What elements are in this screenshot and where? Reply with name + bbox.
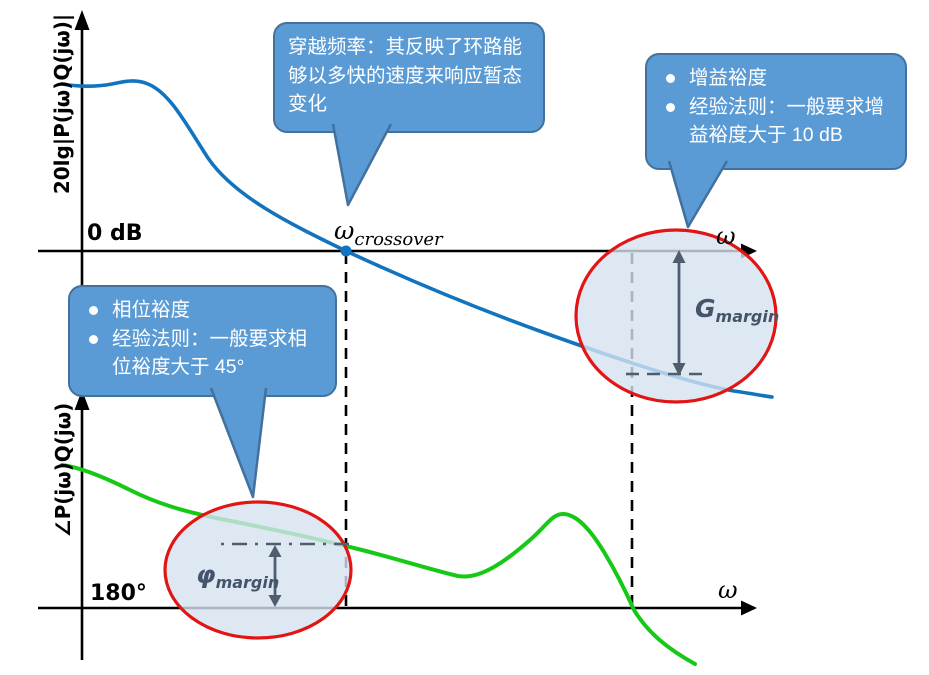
bullet-icon (89, 306, 98, 315)
magnitude-y-axis-arrow-icon (74, 10, 90, 30)
callout-phase-item-text: 经验法则：一般要求相位裕度大于 45° (112, 327, 308, 379)
omega-label-bottom: ω (718, 576, 738, 604)
gain-margin-highlight-ellipse (574, 228, 778, 404)
phase-margin-arrow-up-icon (268, 545, 282, 557)
gain-margin-label: Gmargin (695, 294, 779, 326)
callout-gain-margin: 增益裕度 经验法则：一般要求增益裕度大于 10 dB (645, 53, 907, 170)
callout-crossover-frequency: 穿越频率：其反映了环路能够以多快的速度来响应暂态变化 (273, 22, 545, 133)
deg-180-label: 180° (90, 581, 147, 606)
gain-margin-arrow-down-icon (672, 363, 686, 376)
phase-axis-label: ∠P(jω)Q(jω) (51, 402, 75, 538)
phase-margin-label: φmargin (196, 560, 279, 592)
callout-phase-item-text: 相位裕度 (112, 299, 191, 321)
phase-margin-arrow-down-icon (268, 595, 282, 607)
callout-crossover-text: 穿越频率：其反映了环路能够以多快的速度来响应暂态变化 (288, 36, 523, 116)
omega-crossover-base: ω (334, 216, 355, 245)
callout-gain-item-text: 经验法则：一般要求增益裕度大于 10 dB (689, 95, 885, 147)
crossover-point-marker (340, 245, 352, 257)
callout-gain-item: 经验法则：一般要求增益裕度大于 10 dB (660, 93, 892, 150)
phase-y-axis-arrow-icon (74, 390, 90, 410)
callout-phase-item: 经验法则：一般要求相位裕度大于 45° (83, 325, 322, 382)
phase-margin-subscript: margin (215, 573, 280, 592)
bullet-icon (89, 334, 98, 344)
phase-x-axis-arrow-icon (741, 600, 757, 616)
bullet-icon (666, 74, 675, 83)
gain-margin-subscript: margin (715, 307, 780, 326)
phase-margin-highlight-ellipse (163, 500, 353, 640)
callout-gain-item-text: 增益裕度 (689, 67, 768, 89)
magnitude-axis-label: 20lg|P(jω)Q(jω)| (50, 13, 74, 195)
omega-crossover-subscript: crossover (354, 229, 443, 250)
callout-gain-item: 增益裕度 (660, 64, 892, 93)
callout-phase-margin: 相位裕度 经验法则：一般要求相位裕度大于 45° (68, 285, 337, 397)
omega-crossover-label: ωcrossover (334, 216, 443, 250)
gain-margin-base: G (695, 294, 716, 323)
callout-phase-item: 相位裕度 (83, 296, 322, 325)
omega-label-top: ω (716, 222, 736, 250)
phase-curve (60, 463, 697, 666)
bullet-icon (666, 102, 675, 112)
zero-db-label: 0 dB (87, 221, 143, 246)
phase-margin-base: φ (196, 560, 216, 589)
gain-margin-arrow-up-icon (672, 250, 686, 263)
